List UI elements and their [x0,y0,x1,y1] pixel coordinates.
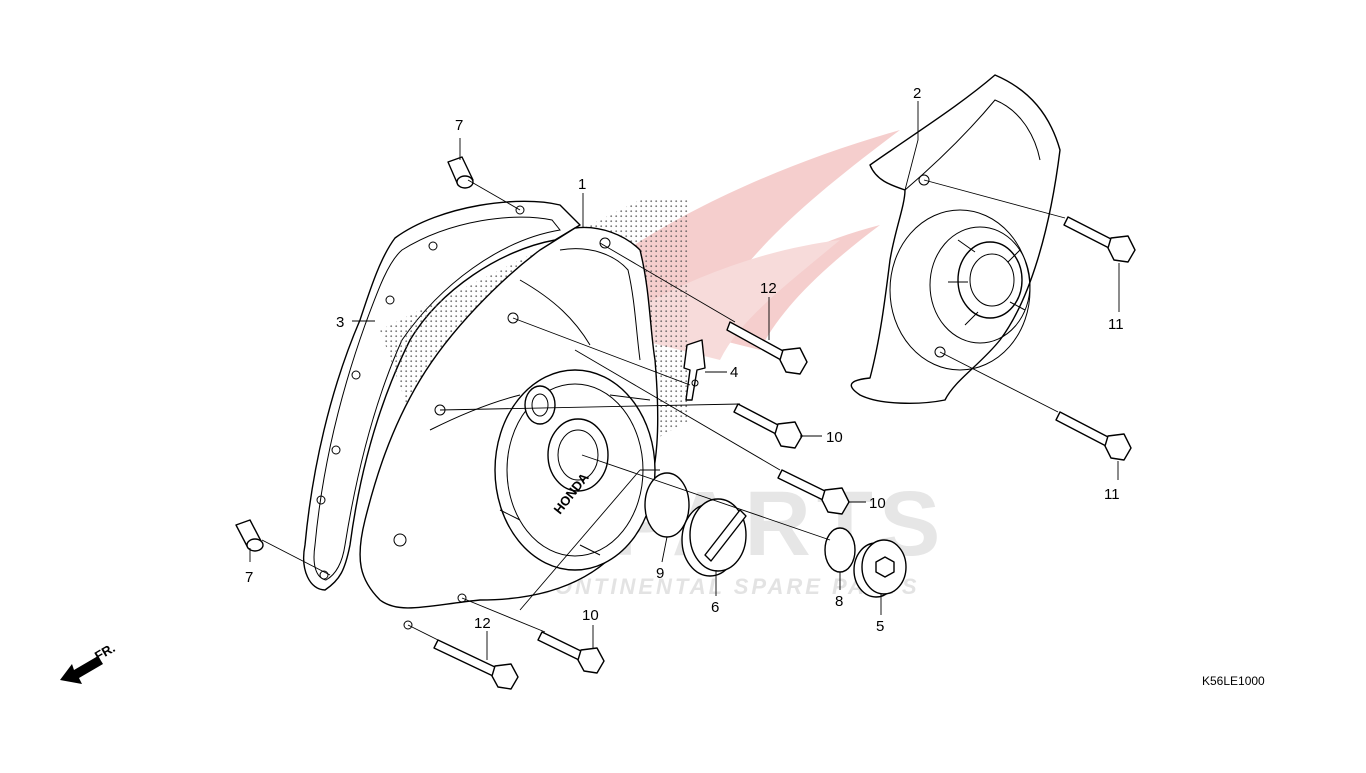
callout-1: 1 [578,176,586,193]
callout-11-lower: 11 [1104,486,1120,503]
timing-cap-part-5 [853,539,907,598]
bolt-part-10-b [777,469,850,515]
leader-lines [249,101,1120,660]
hole-cap-part-6 [681,498,747,577]
dowel-pin-upper [447,156,474,189]
callout-9: 9 [656,565,664,582]
bolt-part-10-c [537,631,605,674]
crankcase-cover-part-1: HONDA [359,200,690,630]
front-direction-marker: FR. [60,640,118,684]
callout-10-b: 10 [869,495,886,512]
callout-11-upper: 11 [1108,316,1124,333]
callout-10-c: 10 [582,607,599,624]
callout-7-upper: 7 [455,117,463,134]
callout-12-upper: 12 [760,280,777,297]
bolt-part-11-upper [1063,216,1136,263]
arrow-left-icon [60,656,103,684]
callout-3: 3 [336,314,344,331]
callout-8: 8 [835,593,843,610]
callout-6: 6 [711,599,719,616]
o-ring-part-9 [644,472,690,538]
o-ring-part-8 [824,527,856,573]
bolt-part-11-lower [1055,411,1132,461]
sprocket-cover-part-2 [850,74,1061,404]
callout-7-lower: 7 [245,569,253,586]
bolt-part-12-upper [726,321,808,375]
bolt-part-12-lower [433,639,519,690]
callout-12-lower: 12 [474,615,491,632]
callout-10-a: 10 [826,429,843,446]
callout-5: 5 [876,618,884,635]
bolt-part-10-a [733,403,803,449]
callout-2: 2 [913,85,921,102]
gasket-part-3 [303,200,581,591]
dowel-pin-lower [235,519,264,552]
diagram-code: K56LE1000 [1202,674,1265,688]
callout-4: 4 [730,364,738,381]
